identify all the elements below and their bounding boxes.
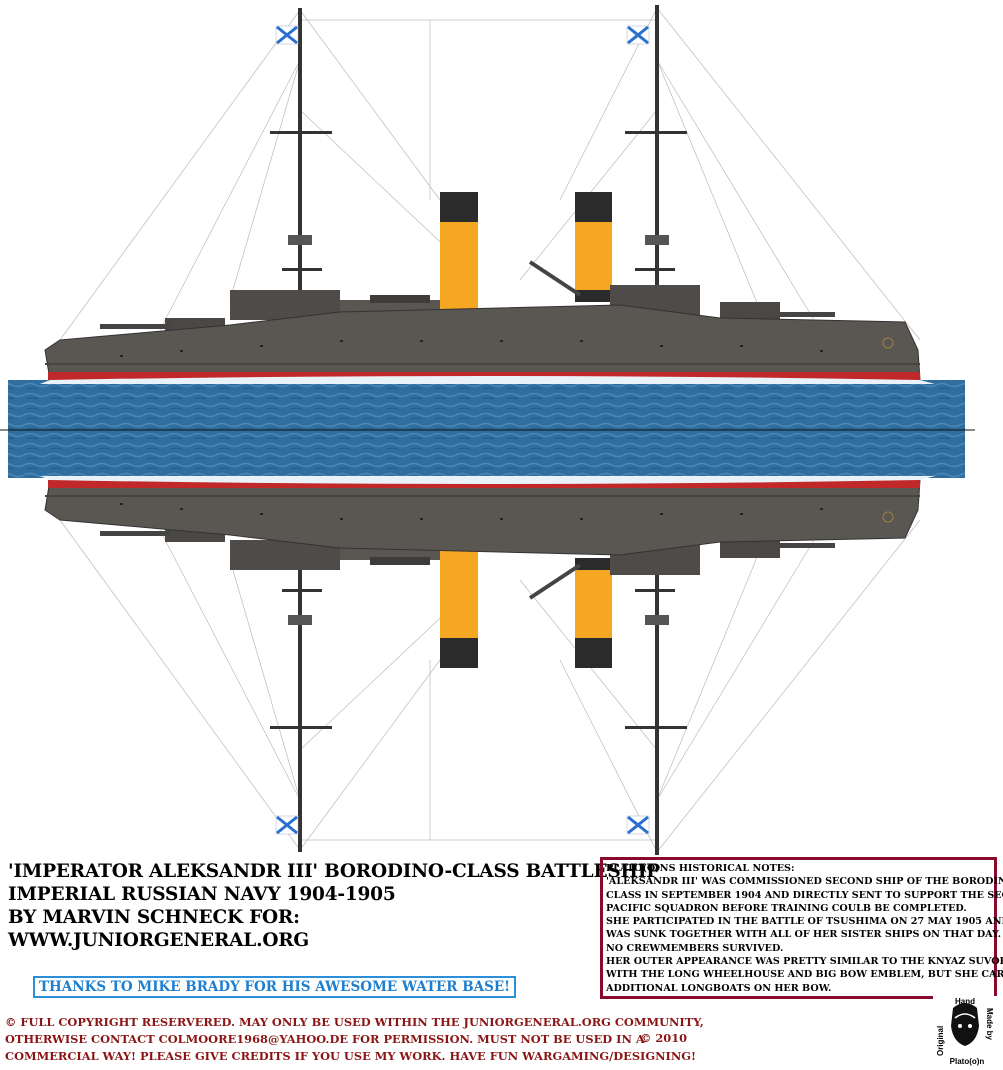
platoon-logo: Hand Original Made by Plato(o)n [933,996,997,1068]
ship-illustration [0,3,975,857]
ship-side-top [38,3,937,386]
copyright-line: © FULL COPYRIGHT RESERVERED. MAY ONLY BE… [5,1015,704,1029]
notes-line: ADDITIONAL LONGBOATS ON HER BOW. [606,982,832,994]
svg-text:Made by: Made by [985,1008,994,1041]
historical-notes-box: PLATO(O)NS HISTORICAL NOTES: 'ALEKSANDR … [600,857,1003,999]
navy-subtitle: IMPERIAL RUSSIAN NAVY 1904-1905 [8,884,396,905]
thanks-banner: THANKS TO MIKE BRADY FOR HIS AWESOME WAT… [33,976,517,998]
notes-heading: PLATO(O)NS HISTORICAL NOTES: [606,863,795,874]
notes-line: PACIFIC SQUADRON BEFORE TRAINING COULB B… [606,902,967,914]
notes-line: WAS SUNK TOGETHER WITH ALL OF HER SISTER… [606,929,1002,941]
svg-text:Original: Original [936,1026,945,1056]
title-block: 'IMPERATOR ALEKSANDR III' BORODINO-CLASS… [8,860,660,952]
svg-text:Hand: Hand [955,997,975,1006]
notes-line: WITH THE LONG WHEELHOUSE AND BIG BOW EMB… [606,969,1003,981]
website-line: WWW.JUNIORGENERAL.ORG [8,930,310,951]
author-line: BY MARVIN SCHNECK FOR: [8,907,300,928]
copyright-line: COMMERCIAL WAY! PLEASE GIVE CREDITS IF Y… [5,1049,696,1063]
notes-line: 'ALEKSANDR III' WAS COMMISSIONED SECOND … [606,876,1003,888]
portrait-icon [951,1003,979,1046]
copyright-line: OTHERWISE CONTACT COLMOORE1968@YAHOO.DE … [5,1032,645,1046]
notes-line: CLASS IN SEPTEMBER 1904 AND DIRECTLY SEN… [606,889,1003,901]
notes-line: HER OUTER APPEARANCE WAS PRETTY SIMILAR … [606,956,1003,968]
notes-line: NO CREWMEMBERS SURVIVED. [606,942,784,954]
copyright-year: © 2010 [640,1031,688,1045]
water-base [8,380,965,478]
ship-side-bottom-mirrored [38,474,937,857]
svg-text:Plato(o)n: Plato(o)n [950,1057,985,1066]
ship-title: 'IMPERATOR ALEKSANDR III' BORODINO-CLASS… [8,861,660,882]
copyright-footer: © FULL COPYRIGHT RESERVERED. MAY ONLY BE… [5,1014,704,1065]
notes-line: SHE PARTICIPATED IN THE BATTLE OF TSUSHI… [606,916,1003,928]
